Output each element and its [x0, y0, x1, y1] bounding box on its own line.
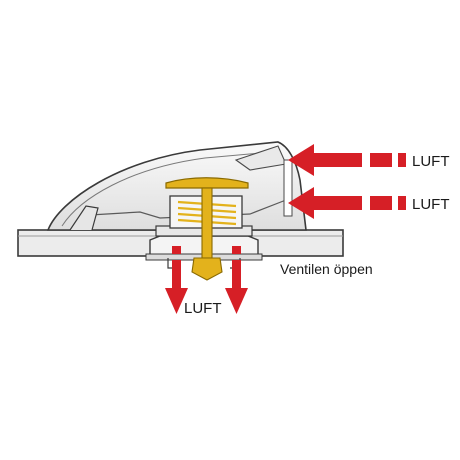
- label-valve-open: Ventilen öppen: [280, 261, 373, 277]
- label-luft-middle: LUFT: [412, 196, 450, 213]
- air-outlet-arrow-left: [165, 246, 188, 314]
- air-inlet-arrow-middle: [288, 187, 406, 219]
- air-inlet-arrow-top: [288, 144, 406, 176]
- valve-stem: [165, 177, 249, 281]
- label-luft-top: LUFT: [412, 153, 450, 170]
- label-luft-bottom: LUFT: [184, 300, 222, 317]
- air-outlet-arrow-right: [225, 246, 248, 314]
